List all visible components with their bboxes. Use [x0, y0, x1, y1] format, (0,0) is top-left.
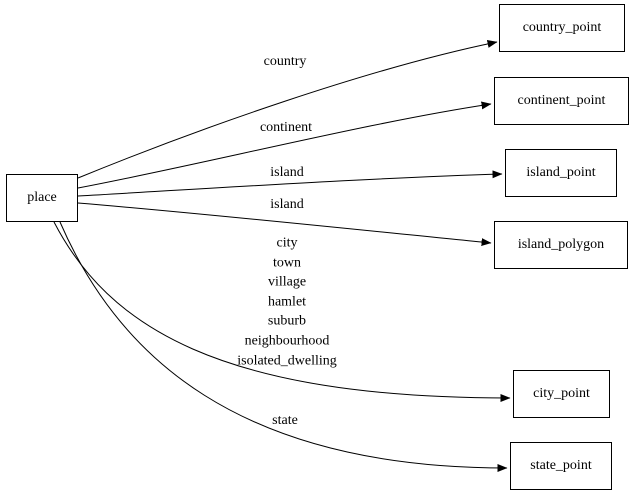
- node-city-point-label: city_point: [533, 386, 590, 401]
- node-state-point: state_point: [510, 442, 612, 490]
- edge-label-city-settlements: city town village hamlet suburb neighbou…: [237, 235, 337, 368]
- node-island-polygon: island_polygon: [494, 221, 628, 269]
- node-city-point: city_point: [513, 370, 610, 418]
- edge-place-island-point: [77, 170, 503, 197]
- node-continent-point-label: continent_point: [517, 93, 606, 108]
- edge-label-state: state: [272, 413, 298, 429]
- edge-label-island-polygon: island: [270, 197, 304, 213]
- edge-place-continent-point: [77, 101, 492, 189]
- edge-place-island-polygon: [77, 202, 492, 247]
- edge-label-continent: continent: [259, 120, 313, 136]
- node-country-point: country_point: [499, 4, 625, 52]
- edge-label-country: country: [263, 54, 307, 70]
- node-island-point-label: island_point: [526, 165, 596, 180]
- edge-place-country-point: [77, 39, 498, 179]
- node-island-point: island_point: [505, 149, 617, 197]
- edge-place-state-point: [59, 221, 508, 472]
- edge-label-island-point: island: [270, 165, 304, 181]
- node-place-label: place: [27, 190, 57, 205]
- node-state-point-label: state_point: [530, 458, 592, 473]
- node-island-polygon-label: island_polygon: [517, 237, 605, 252]
- node-continent-point: continent_point: [494, 77, 629, 125]
- node-country-point-label: country_point: [522, 20, 602, 35]
- node-place: place: [6, 174, 78, 222]
